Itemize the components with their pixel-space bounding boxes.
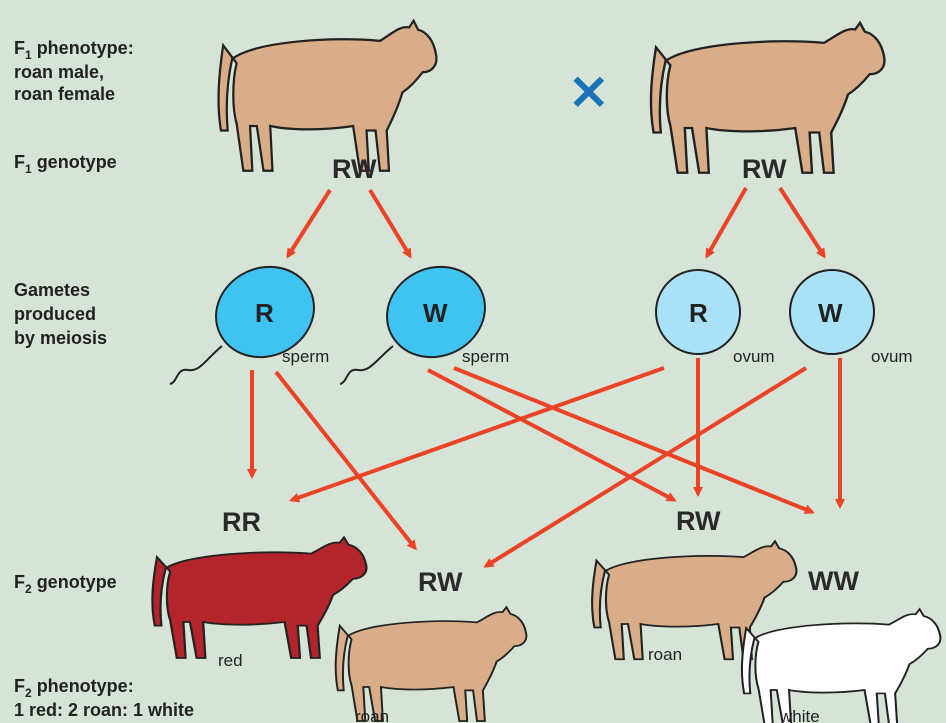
offspring-rw2-phenotype: roan bbox=[648, 645, 682, 664]
sperm-w bbox=[339, 265, 486, 385]
sperm-w-allele: W bbox=[423, 298, 448, 328]
offspring-ww-genotype: WW bbox=[808, 566, 859, 596]
offspring-ww-phenotype: white bbox=[779, 707, 820, 723]
f1-phenotype-line3: roan female bbox=[14, 84, 115, 104]
f2-genotype-label: F2 genotype bbox=[14, 572, 117, 596]
f2-ratio: 1 red: 2 roan: 1 white bbox=[14, 700, 194, 720]
f1-phenotype-label: F1 phenotype: bbox=[14, 38, 134, 62]
arrow-ovum-r-to-rr bbox=[289, 366, 665, 503]
parent-female-genotype: RW bbox=[742, 154, 787, 184]
arrow-sperm-r-to-rw bbox=[274, 370, 417, 551]
offspring-rw2-genotype: RW bbox=[676, 506, 721, 536]
f2-phenotype-label: F2 phenotype: bbox=[14, 676, 134, 700]
sperm-w-label: sperm bbox=[462, 347, 509, 366]
ovum-w bbox=[789, 269, 875, 355]
sperm-r bbox=[169, 265, 315, 385]
offspring-rr-genotype: RR bbox=[222, 507, 261, 537]
ovum-r bbox=[655, 269, 741, 355]
gametes-label-line2: produced bbox=[14, 304, 96, 324]
parent-male-cow bbox=[217, 19, 438, 172]
offspring-rw1-phenotype: roan bbox=[355, 707, 389, 723]
arrow-female-to-ovum-r bbox=[705, 187, 748, 259]
ovum-w-label: ovum bbox=[871, 347, 913, 366]
f1-phenotype-line2: roan male, bbox=[14, 62, 104, 82]
arrow-male-to-sperm-r bbox=[286, 188, 332, 259]
arrow-male-to-sperm-w bbox=[368, 188, 412, 259]
gametes-label-line3: by meiosis bbox=[14, 328, 107, 348]
arrow-sperm-w-to-rw bbox=[427, 368, 677, 502]
arrow-female-to-ovum-w bbox=[778, 186, 826, 259]
white-cow bbox=[740, 608, 942, 723]
ovum-w-allele: W bbox=[818, 298, 843, 328]
roan-cow-left bbox=[334, 606, 528, 722]
parent-female-cow bbox=[649, 21, 886, 175]
sperm-r-label: sperm bbox=[282, 347, 329, 366]
arrow-ovum-w-to-rw bbox=[483, 366, 808, 568]
ovum-r-label: ovum bbox=[733, 347, 775, 366]
offspring-rw1-genotype: RW bbox=[418, 567, 463, 597]
parent-male-genotype: RW bbox=[332, 154, 377, 184]
offspring-rr-phenotype: red bbox=[218, 651, 243, 670]
ovum-r-allele: R bbox=[689, 298, 708, 328]
sperm-r-allele: R bbox=[255, 298, 274, 328]
arrow-sperm-w-to-ww bbox=[453, 366, 815, 515]
red-cow bbox=[151, 536, 368, 660]
cross-icon: × bbox=[567, 61, 611, 121]
f1-genotype-label: F1 genotype bbox=[14, 152, 117, 176]
gametes-label-line1: Gametes bbox=[14, 280, 90, 300]
